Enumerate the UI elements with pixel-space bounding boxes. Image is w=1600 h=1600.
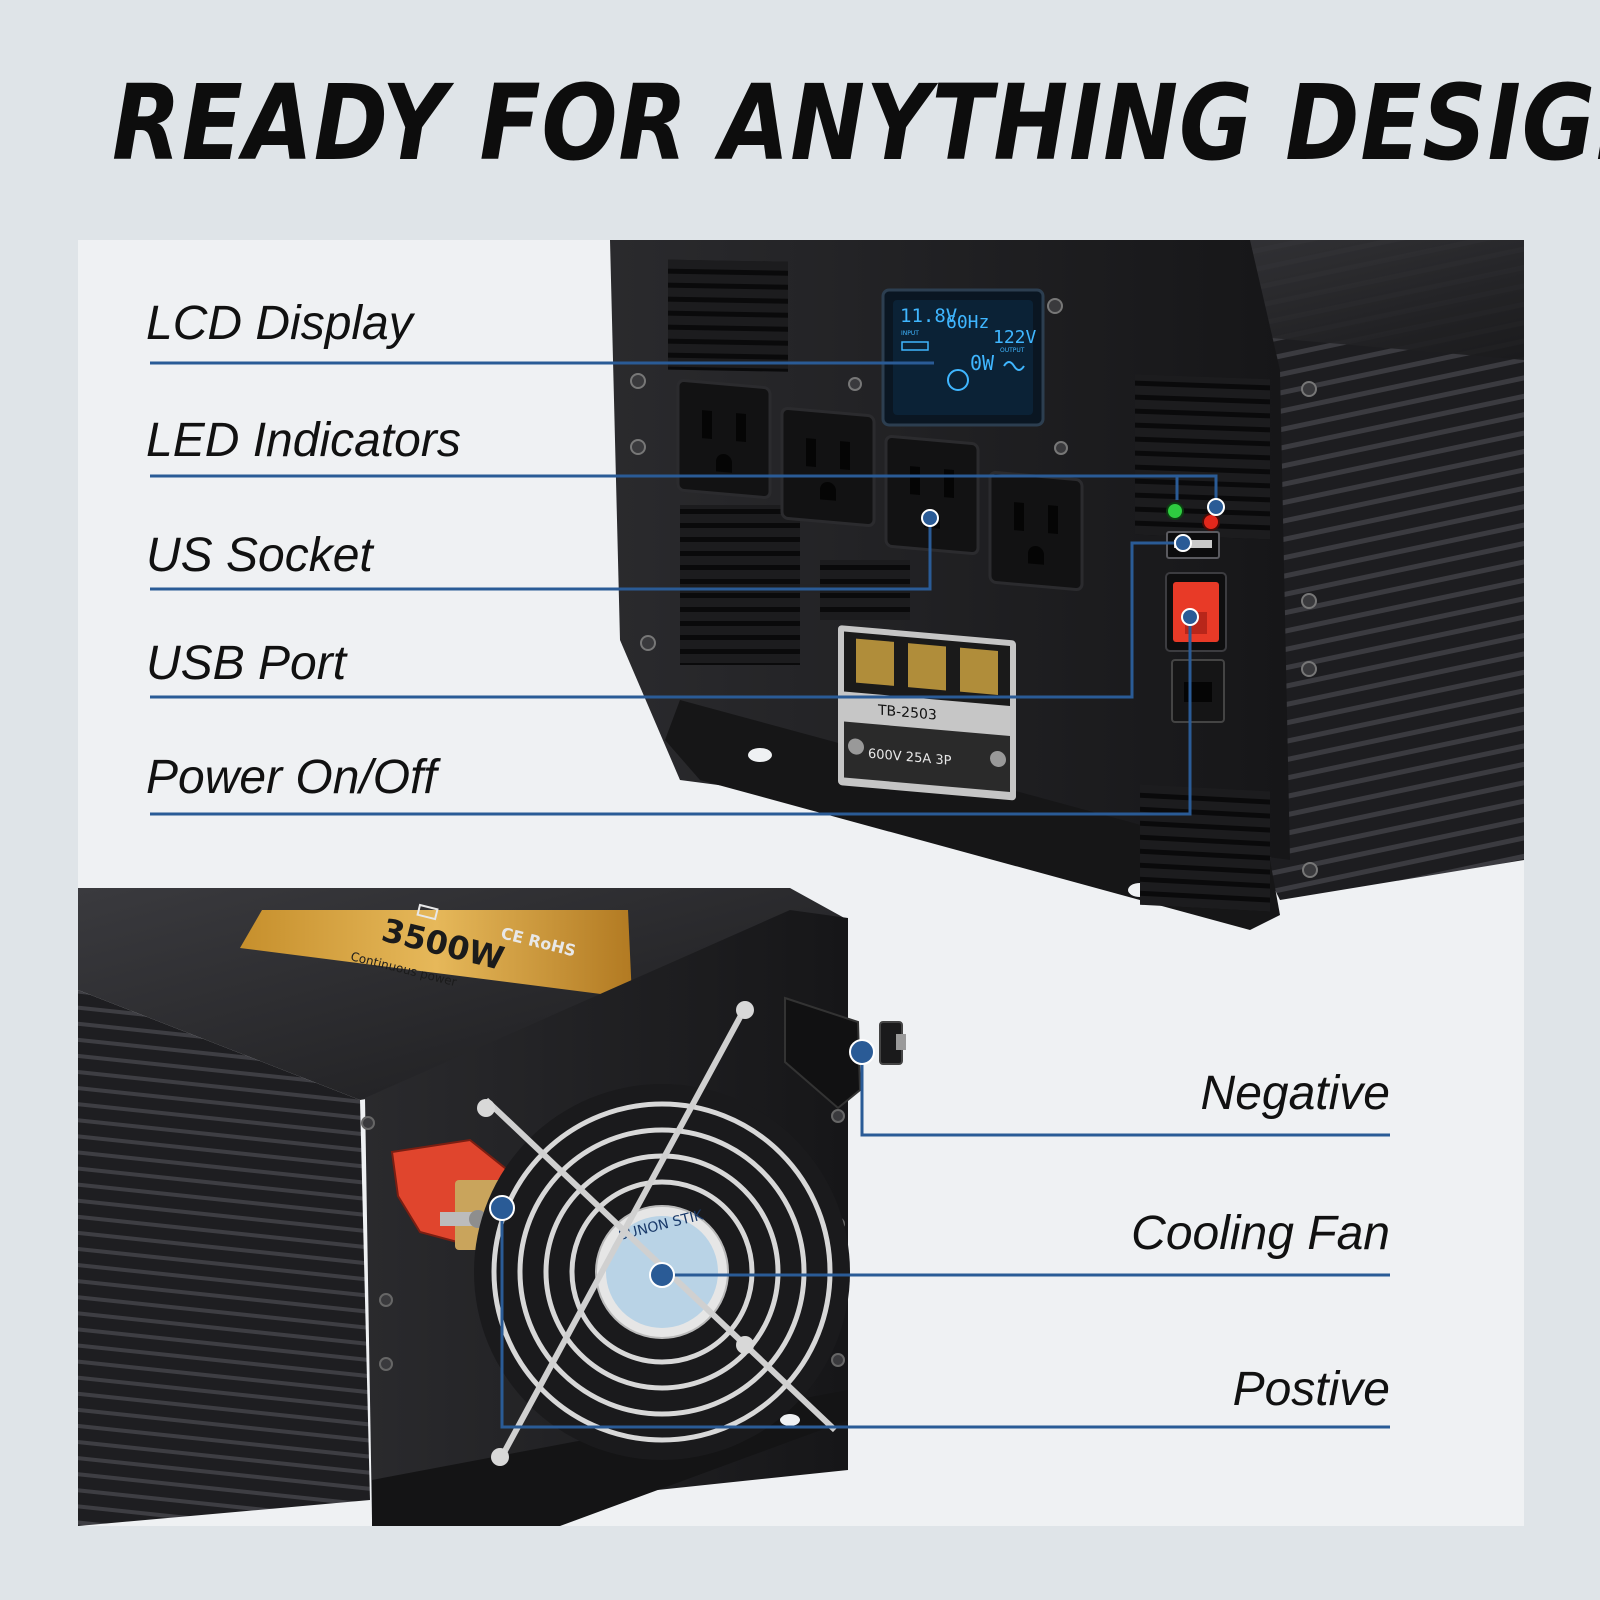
terminal-rating: 600V 25A 3P <box>868 747 952 769</box>
lcd-output-tag: OUTPUT <box>1000 347 1025 354</box>
terminal-model: TB-2503 <box>877 702 937 723</box>
terminal-block: TB-2503 600V 25A 3P <box>838 625 1016 801</box>
label-lcd-display: LCD Display <box>146 297 413 350</box>
label-us-socket: US Socket <box>146 529 373 582</box>
callout-led-indicators <box>150 474 1218 507</box>
lcd-input-tag: INPUT <box>901 330 919 337</box>
callout-power-switch <box>150 617 1192 816</box>
label-positive: Postive <box>1232 1363 1390 1416</box>
callout-dots <box>489 498 1225 1288</box>
power-badge: 3500W Continuous power CE RoHS <box>240 903 632 998</box>
label-led-indicators: LED Indicators <box>146 414 461 467</box>
callout-lines <box>150 361 1390 1429</box>
green-led <box>1166 502 1184 520</box>
label-cooling-fan: Cooling Fan <box>1131 1207 1390 1260</box>
page-headline: READY FOR ANYTHING DESIGN <box>112 62 1600 184</box>
us-sockets <box>676 378 1084 592</box>
front-inverter: 11.8V 60Hz 122V INPUT OUTPUT 0W <box>610 240 1524 930</box>
lcd-frequency: 60Hz <box>946 312 989 333</box>
label-power-on-off: Power On/Off <box>146 751 437 804</box>
label-usb-port: USB Port <box>146 637 347 690</box>
lcd-output-voltage: 122V <box>993 327 1037 348</box>
rear-inverter: 3500W Continuous power CE RoHS <box>78 888 906 1526</box>
usb-icon <box>416 903 439 921</box>
callout-us-socket <box>150 518 932 591</box>
sine-wave-icon <box>1003 361 1025 371</box>
label-negative: Negative <box>1200 1067 1390 1120</box>
lcd-screen: 11.8V 60Hz 122V INPUT OUTPUT 0W <box>881 288 1045 427</box>
callout-positive <box>500 1208 1390 1429</box>
lcd-input-voltage: 11.8V <box>900 305 957 327</box>
callout-negative <box>860 1052 1390 1137</box>
negative-terminal <box>784 996 906 1110</box>
battery-icon <box>901 341 929 351</box>
lcd-load: 0W <box>970 351 995 375</box>
callout-usb-port <box>150 541 1183 699</box>
red-led <box>1202 513 1220 531</box>
